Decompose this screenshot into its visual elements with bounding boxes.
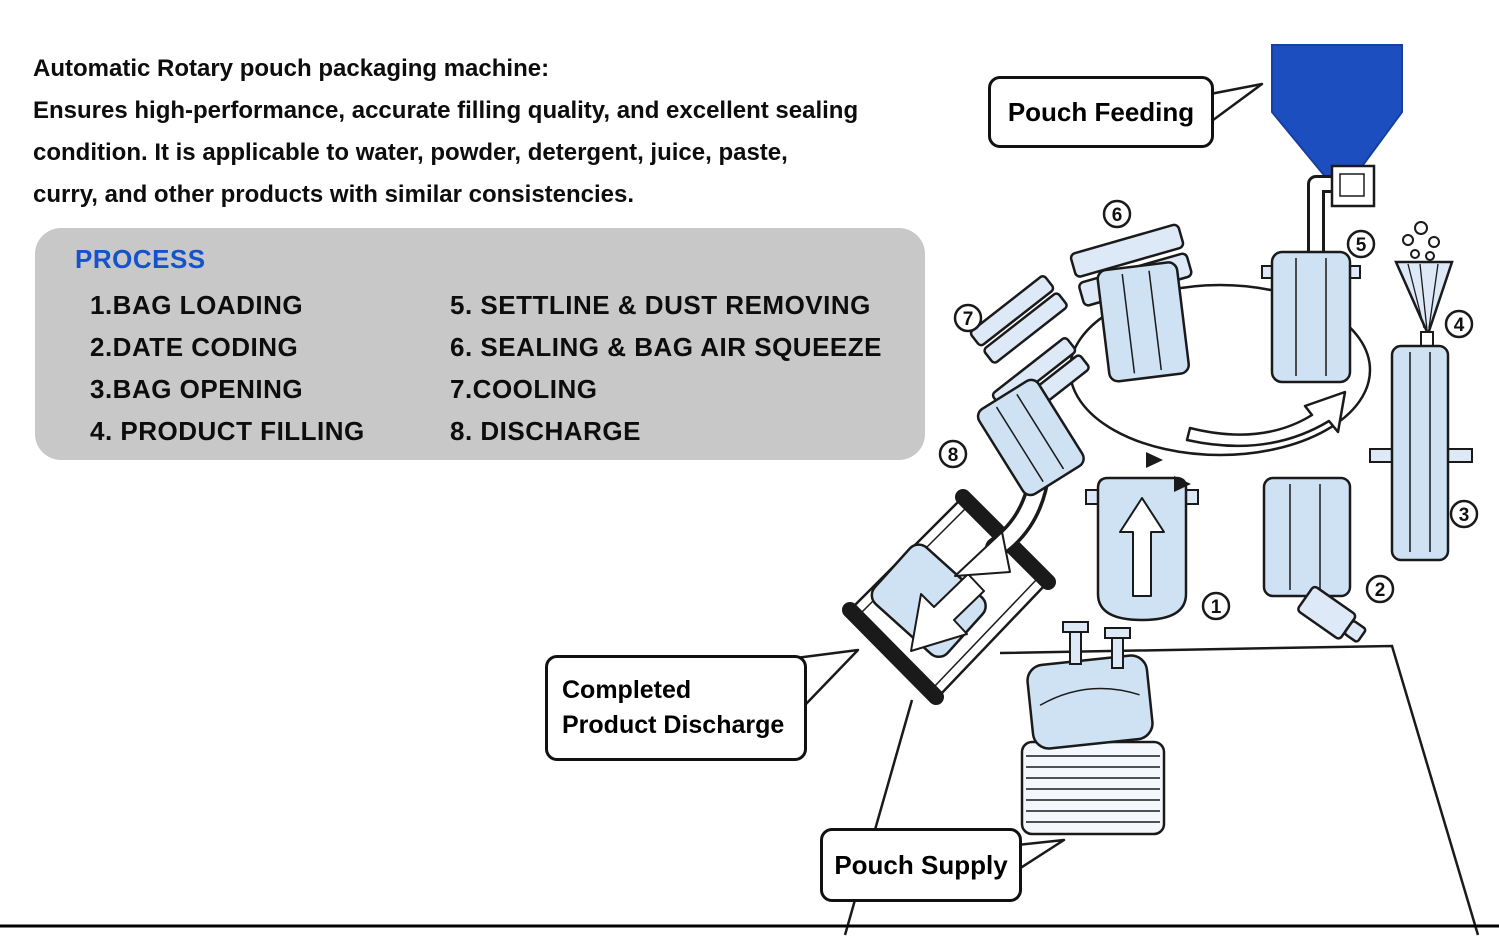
process-step: 2.DATE CODING: [90, 332, 299, 362]
callout-pouch-supply-label: Pouch Supply: [834, 849, 1008, 880]
badge-3: 3: [1449, 499, 1479, 529]
badge-7: 7: [953, 303, 983, 333]
svg-text:7: 7: [963, 309, 974, 330]
page-title: Automatic Rotary pouch packaging machine…: [33, 55, 550, 82]
intro-line: Ensures high-performance, accurate filli…: [33, 97, 859, 124]
callout-pouch-supply: Pouch Supply: [820, 828, 1022, 902]
rotation-arrow: [1185, 390, 1347, 448]
process-step: 7.COOLING: [450, 374, 598, 404]
callout-tails: [763, 82, 1264, 878]
station-2-pouch: [1262, 476, 1367, 643]
process-step: 8. DISCHARGE: [450, 416, 641, 446]
ramp-arrow: [910, 573, 985, 652]
station-3-pouch: [1369, 344, 1473, 562]
station-4-filling: [1394, 221, 1454, 347]
callout-pouch-feeding: Pouch Feeding: [988, 76, 1214, 148]
bottom-roller: [842, 602, 944, 705]
pouch-grippers: [1062, 621, 1131, 669]
process-step: 4. PRODUCT FILLING: [90, 416, 365, 446]
badge-6: 6: [1102, 199, 1132, 229]
intro-text: Automatic Rotary pouch packaging machine…: [33, 48, 858, 216]
callout-discharge-line2: Product Discharge: [562, 711, 785, 739]
top-supply-pouch: [1026, 654, 1154, 750]
pouch-feeding-hopper: [1271, 44, 1403, 261]
index-arrow: [1146, 452, 1163, 468]
process-step: 3.BAG OPENING: [90, 374, 304, 404]
badge-2: 2: [1365, 574, 1395, 604]
svg-text:4: 4: [1454, 315, 1465, 336]
badge-4: 4: [1444, 309, 1474, 339]
intro-line: curry, and other products with similar c…: [33, 181, 635, 208]
svg-text:5: 5: [1356, 235, 1367, 256]
process-step: 1.BAG LOADING: [90, 290, 304, 320]
intro-line: condition. It is applicable to water, po…: [33, 139, 788, 166]
svg-text:3: 3: [1459, 505, 1470, 526]
date-coder: [1297, 585, 1367, 643]
station-badges: 1 2 3 4 5 6 7: [938, 199, 1479, 621]
process-title: PROCESS: [75, 244, 206, 274]
station-1-pouch: [1085, 452, 1199, 622]
process-steps-5-8: 5. SETTLINE & DUST REMOVING 6. SEALING &…: [450, 284, 882, 452]
process-step: 5. SETTLINE & DUST REMOVING: [450, 290, 871, 320]
badge-1: 1: [1201, 591, 1231, 621]
badge-5: 5: [1346, 229, 1376, 259]
station-8-pouch: [976, 378, 1085, 497]
svg-text:6: 6: [1112, 205, 1123, 226]
index-arrow: [1174, 476, 1191, 492]
callout-discharge-line1: Completed: [562, 676, 692, 704]
callout-completed-discharge: Completed Product Discharge: [545, 655, 807, 761]
station-5-pouch: [1261, 250, 1361, 384]
callout-pouch-feeding-label: Pouch Feeding: [1007, 96, 1195, 127]
svg-text:2: 2: [1375, 580, 1386, 601]
process-panel: PROCESS 1.BAG LOADING 2.DATE CODING 3.BA…: [35, 228, 925, 460]
process-step: 6. SEALING & BAG AIR SQUEEZE: [450, 332, 882, 362]
pouch-supply-stack: [1020, 621, 1166, 836]
badge-8: 8: [938, 439, 968, 469]
station-6-sealing: [1069, 223, 1193, 383]
process-steps-1-4: 1.BAG LOADING 2.DATE CODING 3.BAG OPENIN…: [90, 284, 365, 452]
svg-text:8: 8: [948, 445, 959, 466]
fill-arrow: [1119, 497, 1165, 597]
svg-text:1: 1: [1211, 597, 1222, 618]
